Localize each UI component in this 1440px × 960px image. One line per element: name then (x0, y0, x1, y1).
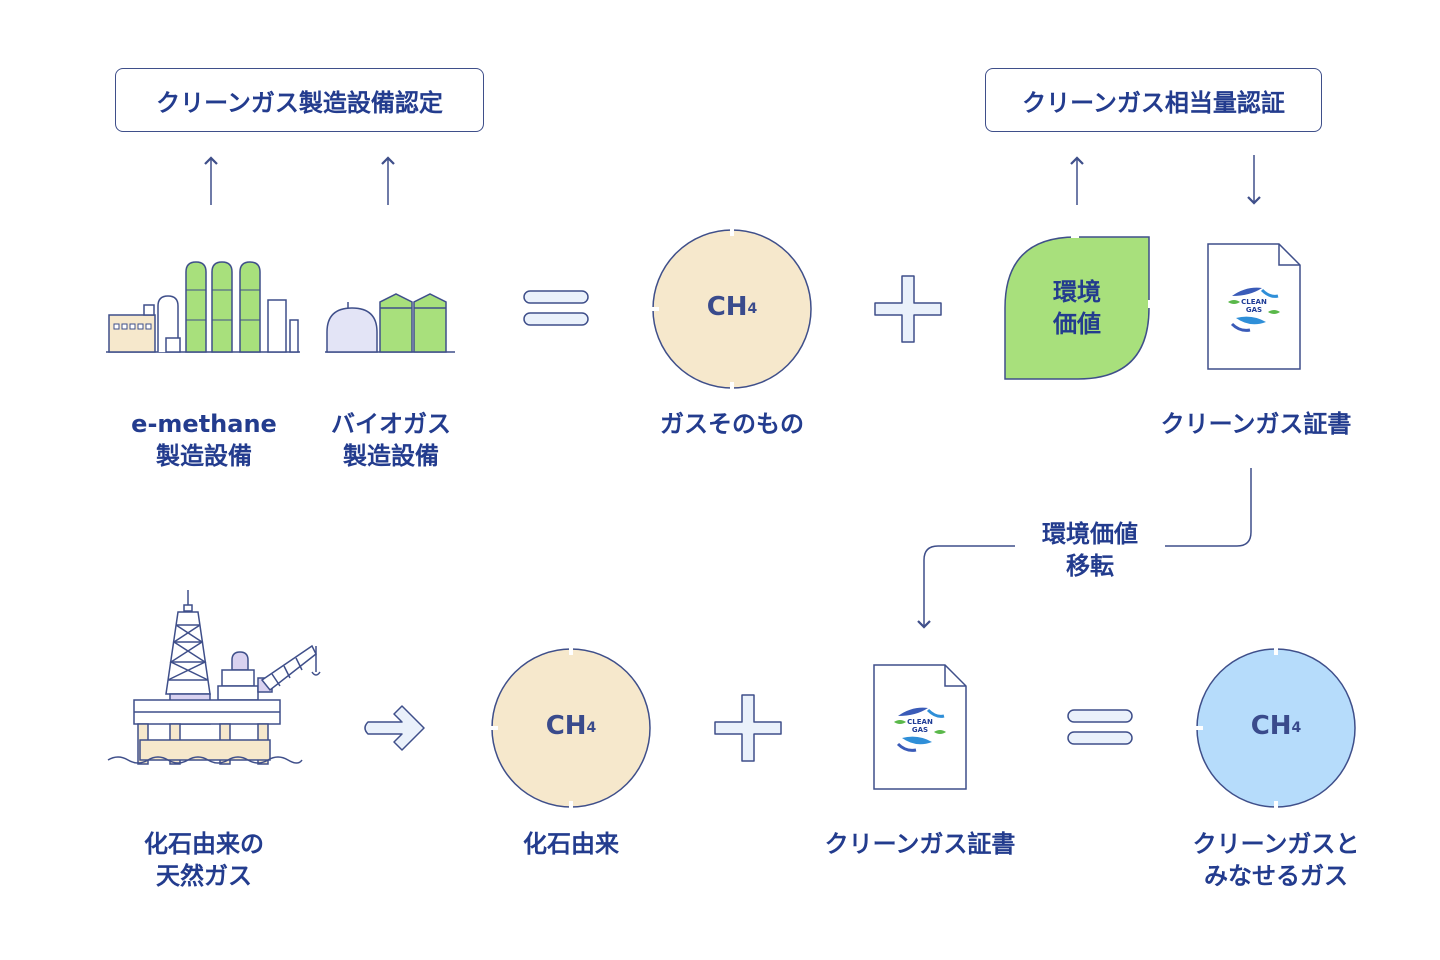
env-value-text: 環境価値 (1053, 278, 1101, 338)
equals-sign-1 (523, 290, 589, 326)
fossil-label: 化石由来 (523, 830, 619, 858)
ch4-text-gas: CH4 (706, 292, 758, 322)
facility-certification-box: クリーンガス製造設備認定 (115, 68, 484, 132)
fossil-gas-label: 化石由来の天然ガス (144, 830, 264, 890)
certificate-label-bottom: クリーンガス証書 (824, 830, 1016, 858)
arrows-top (204, 155, 1261, 205)
result-label: クリーンガスとみなせるガス (1192, 830, 1360, 890)
transfer-label: 環境価値移転 (1042, 520, 1138, 580)
biogas-plant-icon (325, 293, 455, 353)
biogas-label: バイオガス製造設備 (331, 410, 451, 470)
offshore-rig-icon (107, 590, 321, 765)
equivalent-certification-box: クリーンガス相当量認証 (985, 68, 1322, 132)
certificate-document-top (1207, 243, 1301, 370)
emethane-plant-icon (106, 261, 300, 353)
plus-sign-2 (714, 694, 782, 762)
plus-sign-1 (874, 275, 942, 343)
equals-sign-2 (1067, 709, 1133, 745)
arrow-right (364, 705, 425, 751)
certificate-label-top: クリーンガス証書 (1160, 410, 1352, 438)
gas-itself-label: ガスそのもの (660, 410, 804, 438)
certificate-document-bottom (873, 664, 967, 790)
ch4-text-clean: CH4 (1250, 711, 1302, 741)
ch4-text-fossil: CH4 (545, 711, 597, 741)
transfer-arrow (924, 468, 1252, 627)
